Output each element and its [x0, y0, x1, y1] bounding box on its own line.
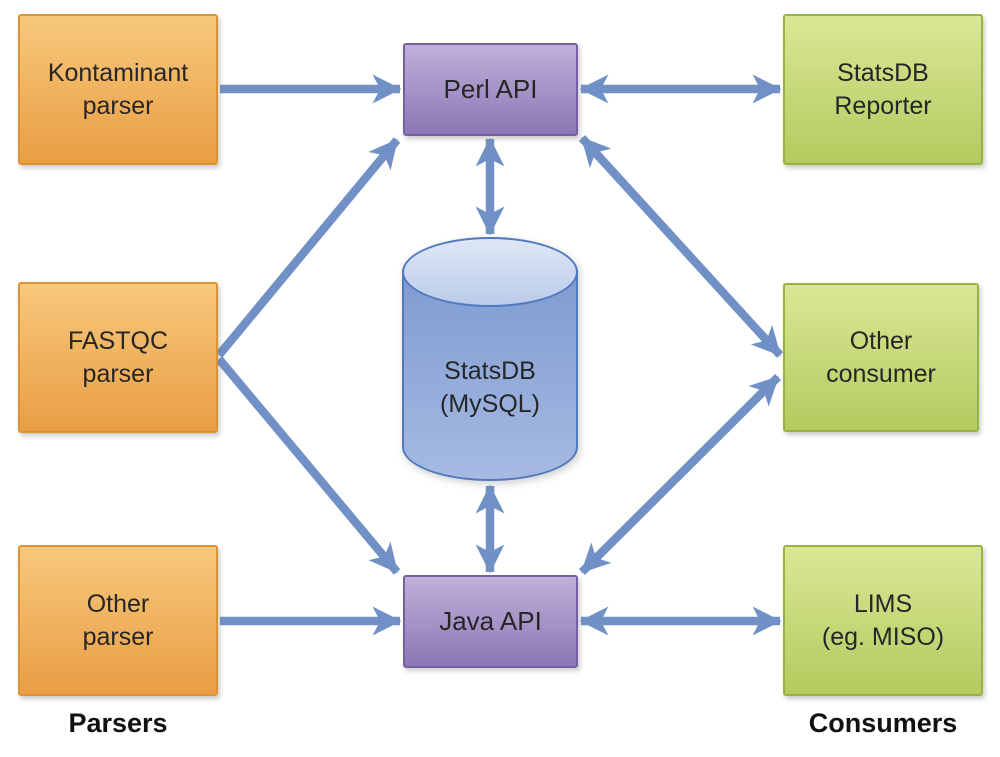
- node-label: Other consumer: [826, 325, 936, 391]
- label-line: (eg. MISO): [821, 622, 945, 651]
- node-statsdb-reporter: StatsDB Reporter: [783, 14, 983, 165]
- node-label: Other parser: [83, 588, 154, 654]
- node-statsdb-database: StatsDB (MySQL): [402, 237, 578, 483]
- database-cylinder-top: [402, 237, 578, 307]
- node-lims: LIMS (eg. MISO): [783, 545, 983, 696]
- label-line: LIMS: [853, 589, 913, 618]
- label-line: consumer: [826, 359, 936, 388]
- node-label: LIMS (eg. MISO): [822, 588, 944, 654]
- label-line: Other: [849, 326, 913, 355]
- group-label-consumers: Consumers: [808, 708, 958, 738]
- arrow-fastqc_parser-to-perl_api: [215, 137, 401, 358]
- node-label: Perl API: [444, 74, 538, 105]
- node-label: StatsDB Reporter: [834, 57, 931, 123]
- arrow-perl_api-to-other_consumer: [578, 135, 784, 358]
- node-label: Java API: [439, 606, 542, 637]
- label-line: (MySQL): [440, 390, 540, 418]
- label-line: Perl API: [443, 74, 538, 104]
- group-label-parsers: Parsers: [68, 708, 168, 738]
- label-line: Java API: [439, 606, 542, 636]
- node-java-api: Java API: [403, 575, 578, 668]
- node-label: Kontaminant parser: [48, 57, 188, 123]
- arrow-fastqc_parser-to-java_api: [215, 356, 401, 575]
- label-line: FASTQC: [67, 326, 168, 355]
- node-fastqc-parser: FASTQC parser: [18, 282, 218, 433]
- node-other-parser: Other parser: [18, 545, 218, 696]
- label-line: Reporter: [834, 91, 932, 120]
- node-kontaminant-parser: Kontaminant parser: [18, 14, 218, 165]
- label-line: StatsDB: [444, 357, 536, 385]
- arrow-java_api-to-other_consumer: [579, 373, 781, 576]
- node-perl-api: Perl API: [403, 43, 578, 136]
- node-label: FASTQC parser: [68, 325, 168, 391]
- label-line: StatsDB: [837, 58, 929, 87]
- node-label: StatsDB (MySQL): [402, 299, 578, 477]
- label-line: Kontaminant: [47, 58, 189, 87]
- label-line: parser: [82, 359, 154, 388]
- label-line: Other: [86, 589, 150, 618]
- label-line: parser: [82, 622, 154, 651]
- node-other-consumer: Other consumer: [783, 283, 979, 432]
- label-line: parser: [82, 91, 154, 120]
